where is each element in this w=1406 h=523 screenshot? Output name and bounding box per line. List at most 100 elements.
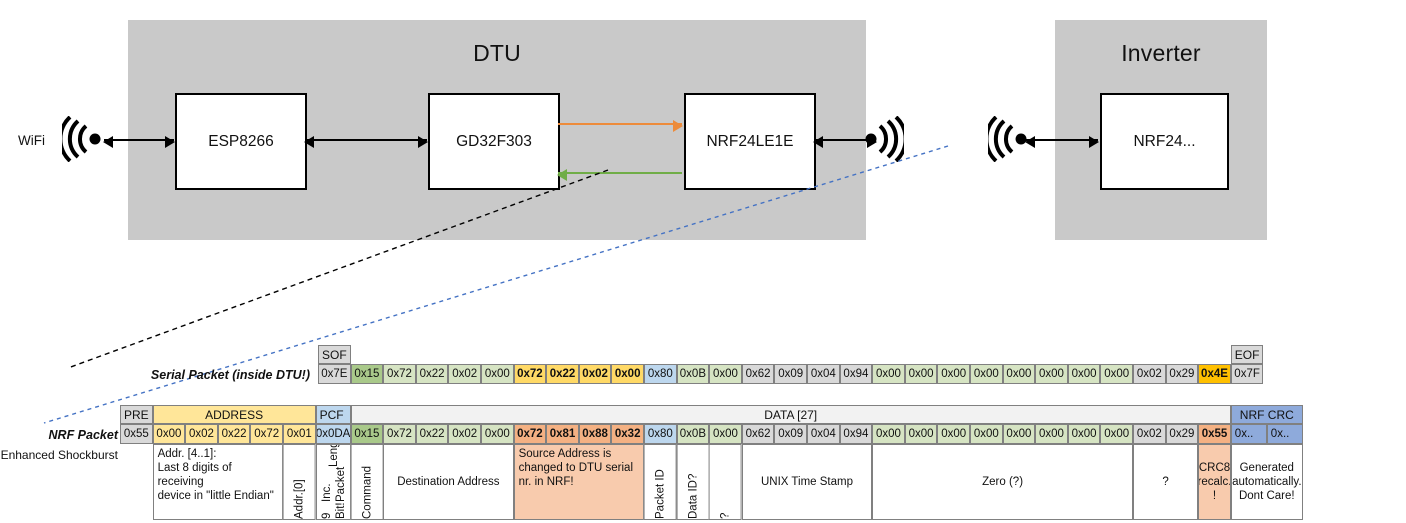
serial-byte-15: 0x04 [807,364,840,384]
desc-unix-timestamp-text: UNIX Time Stamp [760,475,853,488]
serial-byte-8: 0x02 [578,364,612,384]
desc-data-id: Data ID? [676,444,710,520]
nrf-byte-31: 0x02 [1133,424,1166,444]
nrf-byte-16: 0x80 [644,424,677,444]
serial-byte-19: 0x00 [937,364,970,384]
serial-byte-22: 0x00 [1035,364,1068,384]
serial-byte-10: 0x80 [644,364,677,384]
serial-byte-24: 0x00 [1100,364,1133,384]
nrf-byte-27: 0x00 [1002,424,1036,444]
nrf-byte-2: 0x02 [185,424,218,444]
arrow-gd32-to-nrf-tx [558,119,683,132]
serial-byte-26: 0x29 [1165,364,1199,384]
serial-byte-12: 0x00 [709,364,742,384]
serial-byte-0: 0x7E [318,364,351,384]
desc-data-id-text: Data ID? [686,473,699,519]
nrf-byte-23: 0x00 [872,424,905,444]
serial-byte-3: 0x22 [415,364,449,384]
serial-byte-4: 0x02 [448,364,481,384]
nrf-header-pcf: PCF [315,405,351,424]
arrow-wifi-to-esp [103,135,175,148]
serial-byte-13: 0x62 [741,364,775,384]
serial-byte-14: 0x09 [774,364,807,384]
nrf-header-data: DATA [27] [350,405,1231,424]
desc-destination-address: Destination Address [383,444,514,520]
nrf-byte-35: 0x.. [1266,424,1303,444]
serial-byte-17: 0x00 [872,364,905,384]
chip-nrf24: NRF24... [1100,93,1229,190]
serial-byte-6: 0x72 [513,364,547,384]
serial-byte-1: 0x15 [350,364,384,384]
nrf-byte-9: 0x22 [415,424,449,444]
desc-unix-timestamp: UNIX Time Stamp [741,444,873,520]
serial-byte-23: 0x00 [1067,364,1101,384]
wifi-label: WiFi [18,133,45,148]
nrf-byte-11: 0x00 [481,424,514,444]
desc-packet-length-line-1: Inc. Packet [320,467,347,503]
nrf-byte-7: 0x15 [350,424,384,444]
nrf-byte-8: 0x72 [383,424,416,444]
serial-byte-25: 0x02 [1133,364,1166,384]
nrf-byte-14: 0x88 [578,424,612,444]
arrow-nrf-to-antenna [813,135,877,148]
desc-packet-id-text: Packet ID [654,469,667,519]
desc-packet-length-line-0: 9 Bit! [320,502,347,519]
nrf-byte-13: 0x81 [546,424,579,444]
serial-byte-5: 0x00 [481,364,514,384]
nrf-byte-1: 0x00 [152,424,186,444]
desc-unknown-1: ? [709,444,742,520]
nrf-header-pre: PRE [120,405,153,424]
nrf-byte-34: 0x.. [1230,424,1267,444]
serial-byte-7: 0x22 [546,364,579,384]
nrf-byte-0: 0x55 [120,424,153,444]
serial-byte-21: 0x00 [1002,364,1036,384]
nrf-byte-20: 0x09 [774,424,807,444]
serial-byte-16: 0x94 [839,364,873,384]
nrf-byte-12: 0x72 [513,424,547,444]
dtu-title: DTU [473,40,521,66]
nrf-byte-6: 0x0DA [315,424,351,444]
nrf-byte-29: 0x00 [1067,424,1101,444]
desc-address-0-text: Addr.[0] [293,479,306,519]
chip-esp8266-label: ESP8266 [208,132,274,150]
desc-packet-id: Packet ID [644,444,677,520]
antenna-inverter-rf-icon [988,116,1027,162]
nrf-byte-3: 0x22 [217,424,251,444]
desc-zero-text: Zero (?) [982,475,1024,488]
serial-byte-2: 0x72 [383,364,416,384]
desc-destination-address-text: Destination Address [397,475,500,488]
serial-byte-27: 0x4E [1198,364,1231,384]
arrow-esp-to-gd32 [304,135,428,148]
nrf-byte-5: 0x01 [283,424,316,444]
nrf-byte-33: 0x55 [1198,424,1231,444]
nrf-byte-28: 0x00 [1035,424,1068,444]
desc-address-0: Addr.[0] [283,444,316,520]
desc-unknown-1-text: ? [719,512,732,519]
serial-byte-20: 0x00 [970,364,1003,384]
inverter-title: Inverter [1121,40,1201,66]
desc-zero: Zero (?) [872,444,1133,520]
desc-unknown-2: ? [1133,444,1199,520]
chip-nrf24-label: NRF24... [1133,132,1196,150]
desc-command: Command [350,444,384,520]
nrf-byte-32: 0x29 [1165,424,1199,444]
chip-nrf24le1e-label: NRF24LE1E [706,132,794,150]
nrf-byte-25: 0x00 [937,424,970,444]
nrf-byte-22: 0x94 [839,424,873,444]
nrf-byte-19: 0x62 [741,424,775,444]
serial-byte-18: 0x00 [904,364,938,384]
nrf-packet-label: NRF Packet [48,428,118,442]
nrf-byte-15: 0x32 [611,424,644,444]
nrf-packet-sublabel: Enhanced Shockburst [0,448,118,462]
serial-byte-11: 0x0B [676,364,710,384]
chip-gd32f303-label: GD32F303 [456,132,532,150]
nrf-byte-26: 0x00 [970,424,1003,444]
nrf-byte-4: 0x72 [250,424,283,444]
